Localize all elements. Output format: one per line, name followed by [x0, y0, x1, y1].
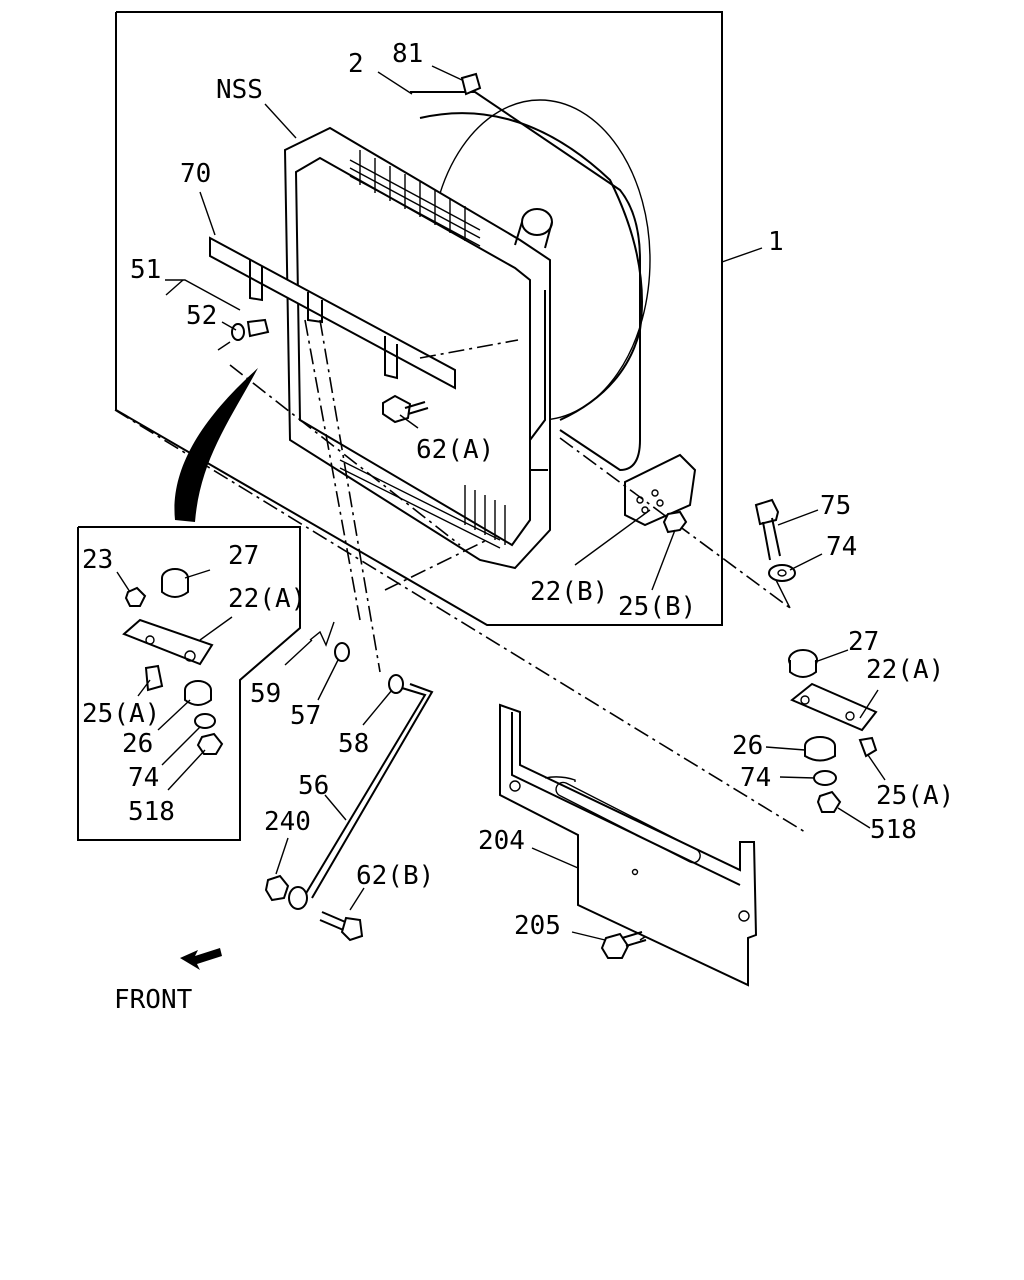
core-fins-top — [349, 150, 481, 247]
part-58-washer — [388, 674, 404, 694]
callout-58: 58 — [338, 729, 369, 759]
callout-22a-right: 22(A) — [866, 655, 944, 685]
part-62a-bolt — [382, 394, 429, 424]
part-204-bracket — [499, 703, 758, 987]
inset-detail — [77, 368, 301, 841]
callout-57: 57 — [290, 701, 321, 731]
callout-27-inset: 27 — [228, 541, 259, 571]
part-81-bolt — [460, 72, 482, 96]
callout-204: 204 — [478, 826, 525, 856]
callout-26-right: 26 — [732, 731, 763, 761]
callout-56: 56 — [298, 771, 329, 801]
bracket-70 — [209, 236, 456, 390]
callout-75: 75 — [820, 491, 851, 521]
callout-62b: 62(B) — [356, 861, 434, 891]
mount-stack-right — [788, 649, 878, 813]
callout-74-right: 74 — [826, 532, 857, 562]
callout-1: 1 — [768, 227, 784, 257]
callout-205: 205 — [514, 911, 561, 941]
group-outline — [115, 11, 763, 626]
callout-22b: 22(B) — [530, 577, 608, 607]
part-240-nut — [264, 874, 290, 902]
callout-25a-inset: 25(A) — [82, 699, 160, 729]
front-arrow-icon — [180, 948, 222, 970]
part-52-bolt — [231, 318, 270, 341]
zoom-pointer-icon — [174, 368, 258, 522]
callout-52: 52 — [186, 301, 217, 331]
part-205-bolt — [600, 931, 647, 959]
part-59-clip — [309, 621, 335, 647]
callout-27-right: 27 — [848, 627, 879, 657]
callout-518-inset: 518 — [128, 797, 175, 827]
part-57-washer — [334, 642, 350, 662]
callout-2: 2 — [348, 49, 364, 79]
callout-51: 51 — [130, 255, 161, 285]
callout-70: 70 — [180, 159, 211, 189]
callout-25a-right: 25(A) — [876, 781, 954, 811]
part-74-washer-right — [768, 564, 796, 582]
callout-81: 81 — [392, 39, 423, 69]
callout-74-inset: 74 — [128, 763, 159, 793]
callout-59: 59 — [250, 679, 281, 709]
callout-518-right: 518 — [870, 815, 917, 845]
front-label: FRONT — [114, 985, 193, 1015]
radiator-core — [283, 91, 697, 570]
core-fins-bottom — [339, 459, 506, 549]
callout-nss: NSS — [216, 75, 263, 105]
part-75-bolt — [754, 498, 781, 561]
callout-240: 240 — [264, 807, 311, 837]
callout-74-lower: 74 — [740, 763, 771, 793]
part-56-rod — [288, 683, 434, 910]
part-25b-nut — [662, 510, 688, 534]
callout-62a: 62(A) — [416, 435, 494, 465]
callout-25b: 25(B) — [618, 592, 696, 622]
leader-lines — [116, 65, 886, 941]
callout-26-inset: 26 — [122, 729, 153, 759]
part-62b-bolt — [319, 911, 364, 942]
callout-22a-inset: 22(A) — [228, 584, 306, 614]
callout-23: 23 — [82, 545, 113, 575]
